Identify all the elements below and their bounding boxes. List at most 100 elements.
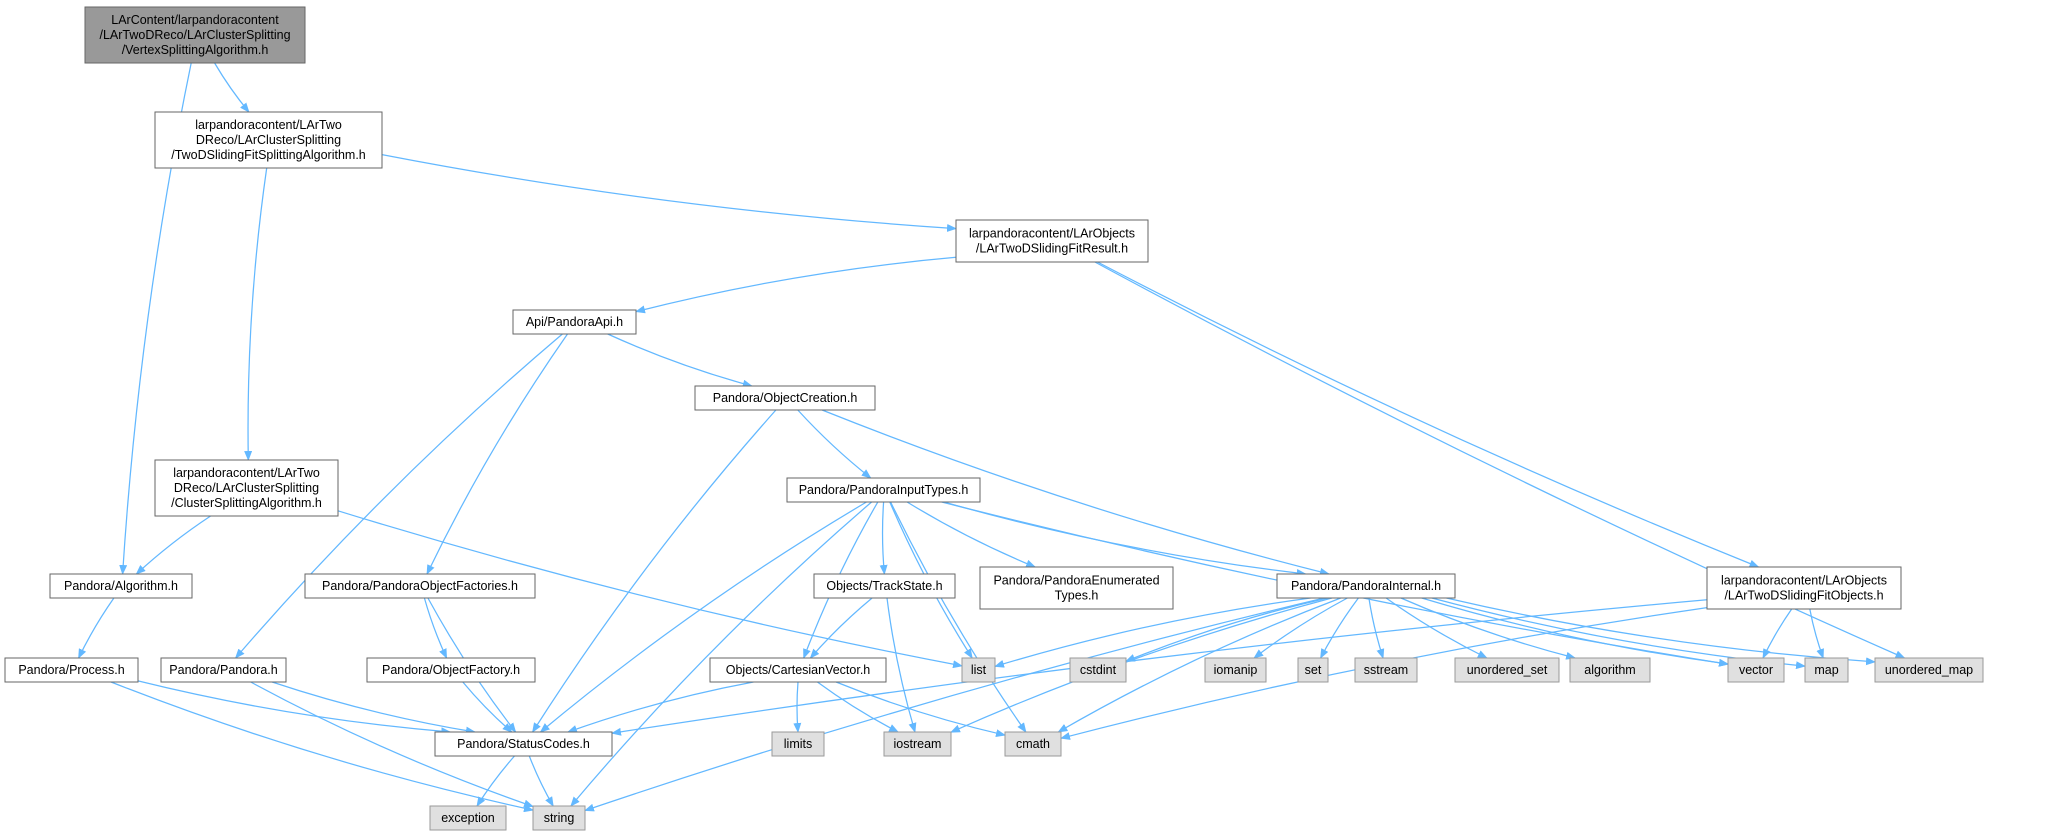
node-cmath: cmath: [1004, 731, 1062, 757]
node-box-cartesian_vector: [709, 657, 887, 683]
node-box-unordered_set: [1454, 657, 1560, 683]
node-twod_sliding_fit_splitting[interactable]: larpandoracontent/LArTwoDReco/LArCluster…: [154, 111, 383, 169]
node-box-unordered_map: [1874, 657, 1984, 683]
edge-object_creation-to-input_types: [797, 409, 872, 479]
edge-object_creation-to-status_codes: [532, 409, 777, 733]
node-cartesian_vector[interactable]: Objects/CartesianVector.h: [709, 657, 887, 683]
node-iomanip: iomanip: [1204, 657, 1267, 683]
edge-input_types-to-pandora_internal: [943, 501, 1307, 577]
edge-pandora-to-string: [250, 681, 534, 808]
edge-object_factories-to-object_factory: [423, 597, 448, 659]
node-label-object_creation-line-0: Pandora/ObjectCreation.h: [713, 391, 858, 405]
edge-pandora_api-to-pandora: [234, 333, 563, 659]
node-label-sliding_fit_result-line-1: /LArTwoDSlidingFitResult.h: [976, 242, 1128, 256]
node-box-pandora_internal: [1276, 573, 1456, 599]
node-sliding_fit_objects[interactable]: larpandoracontent/LArObjects/LArTwoDSlid…: [1706, 566, 1902, 610]
edge-track_state-to-cartesian_vector: [809, 597, 873, 659]
node-object_creation[interactable]: Pandora/ObjectCreation.h: [694, 385, 876, 411]
node-track_state[interactable]: Objects/TrackState.h: [813, 573, 956, 599]
edge-pandora-to-status_codes: [271, 681, 476, 735]
node-label-cartesian_vector-line-0: Objects/CartesianVector.h: [726, 663, 871, 677]
node-label-iomanip-line-0: iomanip: [1214, 663, 1258, 677]
node-label-cmath-line-0: cmath: [1016, 737, 1050, 751]
node-box-cmath: [1004, 731, 1062, 757]
edge-cluster_splitting-to-algorithm: [135, 515, 211, 575]
node-sstream: sstream: [1354, 657, 1418, 683]
edge-sliding_fit_objects-to-map: [1809, 608, 1824, 659]
node-algorithm[interactable]: Pandora/Algorithm.h: [49, 573, 193, 599]
node-label-iostream-line-0: iostream: [894, 737, 942, 751]
node-pandora_api[interactable]: Api/PandoraApi.h: [512, 309, 637, 335]
node-root[interactable]: LArContent/larpandoracontent/LArTwoDReco…: [84, 6, 306, 64]
node-label-cluster_splitting-line-2: /ClusterSplittingAlgorithm.h: [171, 496, 322, 510]
node-label-limits-line-0: limits: [784, 737, 812, 751]
node-box-object_factories: [304, 573, 536, 599]
node-label-cstdint-line-0: cstdint: [1080, 663, 1117, 677]
edge-pandora_internal-to-iostream: [950, 597, 1333, 733]
edge-pandora_internal-to-set: [1320, 597, 1359, 659]
edge-input_types-to-cmath: [890, 501, 1027, 733]
node-box-iomanip: [1204, 657, 1267, 683]
node-process[interactable]: Pandora/Process.h: [4, 657, 139, 683]
node-layer: LArContent/larpandoracontent/LArTwoDReco…: [4, 6, 1984, 831]
node-label-pandora-line-0: Pandora/Pandora.h: [169, 663, 277, 677]
node-object_factory[interactable]: Pandora/ObjectFactory.h: [366, 657, 536, 683]
node-label-root-line-0: LArContent/larpandoracontent: [111, 13, 279, 27]
node-input_types[interactable]: Pandora/PandoraInputTypes.h: [786, 477, 981, 503]
edge-twod_sliding_fit_splitting-to-sliding_fit_result: [381, 153, 957, 232]
node-label-object_factory-line-0: Pandora/ObjectFactory.h: [382, 663, 520, 677]
node-label-input_types-line-0: Pandora/PandoraInputTypes.h: [799, 483, 969, 497]
edge-object_factory-to-status_codes: [462, 681, 513, 733]
node-set: set: [1297, 657, 1329, 683]
node-object_factories[interactable]: Pandora/PandoraObjectFactories.h: [304, 573, 536, 599]
node-box-sliding_fit_result: [955, 219, 1149, 263]
node-box-status_codes: [434, 731, 613, 757]
edge-status_codes-to-string: [528, 755, 554, 807]
node-limits: limits: [771, 731, 825, 757]
node-box-sstream: [1354, 657, 1418, 683]
node-sliding_fit_result[interactable]: larpandoracontent/LArObjects/LArTwoDSlid…: [955, 219, 1149, 263]
node-label-set-line-0: set: [1305, 663, 1322, 677]
edge-pandora_internal-to-vector: [1421, 597, 1729, 667]
edge-pandora_internal-to-cstdint: [1125, 597, 1328, 662]
node-pandora_internal[interactable]: Pandora/PandoraInternal.h: [1276, 573, 1456, 599]
node-label-sliding_fit_objects-line-1: /LArTwoDSlidingFitObjects.h: [1724, 589, 1883, 603]
node-box-sliding_fit_objects: [1706, 566, 1902, 610]
node-box-string: [532, 805, 586, 831]
edge-pandora_internal-to-list: [994, 597, 1311, 668]
node-box-map: [1804, 657, 1849, 683]
node-label-track_state-line-0: Objects/TrackState.h: [826, 579, 942, 593]
edge-input_types-to-enumerated_types: [906, 501, 1037, 568]
node-box-root: [84, 6, 306, 64]
node-string: string: [532, 805, 586, 831]
node-map: map: [1804, 657, 1849, 683]
node-label-pandora_internal-line-0: Pandora/PandoraInternal.h: [1291, 579, 1441, 593]
node-label-root-line-2: /VertexSplittingAlgorithm.h: [122, 43, 269, 57]
node-label-twod_sliding_fit_splitting-line-2: /TwoDSlidingFitSplittingAlgorithm.h: [171, 148, 366, 162]
edge-pandora_internal-to-cmath: [1057, 597, 1341, 733]
edge-cluster_splitting-to-list: [337, 510, 963, 669]
node-status_codes[interactable]: Pandora/StatusCodes.h: [434, 731, 613, 757]
node-label-sstream-line-0: sstream: [1364, 663, 1408, 677]
node-label-list-line-0: list: [971, 663, 987, 677]
node-algorithm_std: algorithm: [1569, 657, 1651, 683]
node-box-enumerated_types: [979, 566, 1174, 610]
node-vector: vector: [1727, 657, 1785, 683]
node-box-limits: [771, 731, 825, 757]
node-label-twod_sliding_fit_splitting-line-0: larpandoracontent/LArTwo: [195, 118, 342, 132]
edge-process-to-string: [110, 681, 534, 813]
edge-cartesian_vector-to-cmath: [835, 681, 1006, 738]
edge-object_creation-to-pandora_internal: [821, 409, 1330, 576]
node-cstdint: cstdint: [1069, 657, 1127, 683]
node-box-vector: [1727, 657, 1785, 683]
node-box-object_factory: [366, 657, 536, 683]
node-label-enumerated_types-line-1: Types.h: [1055, 589, 1099, 603]
node-label-enumerated_types-line-0: Pandora/PandoraEnumerated: [993, 574, 1159, 588]
node-box-input_types: [786, 477, 981, 503]
node-box-twod_sliding_fit_splitting: [154, 111, 383, 169]
node-pandora[interactable]: Pandora/Pandora.h: [160, 657, 287, 683]
node-cluster_splitting[interactable]: larpandoracontent/LArTwoDReco/LArCluster…: [154, 459, 339, 517]
node-label-sliding_fit_result-line-0: larpandoracontent/LArObjects: [969, 227, 1135, 241]
